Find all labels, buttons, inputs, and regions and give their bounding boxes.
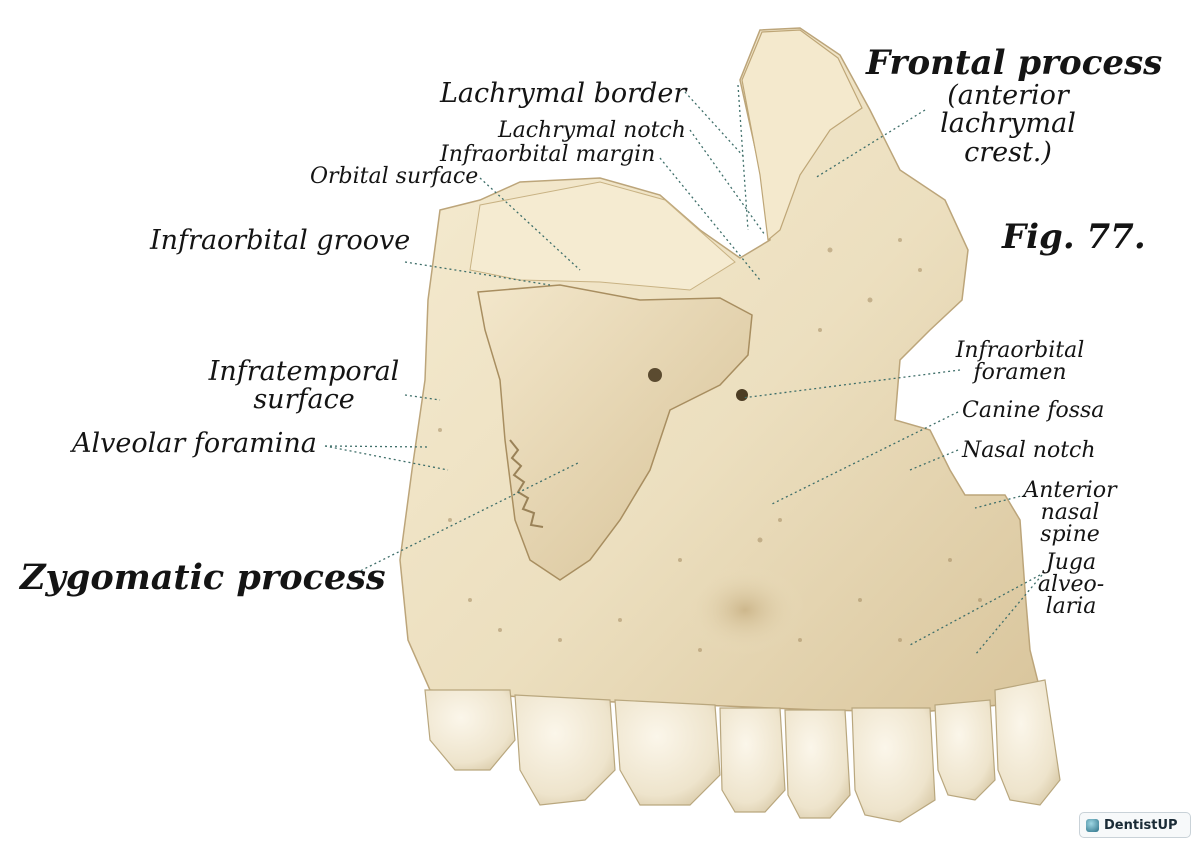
juga-line-3: laria: [1045, 594, 1097, 619]
spine-line-1: Anterior: [1023, 478, 1117, 503]
label-zygomatic-process: Zygomatic process: [20, 557, 386, 598]
figure-label: Fig. 77.: [1002, 217, 1146, 257]
label-infraorbital-groove: Infraorbital groove: [150, 225, 411, 256]
zygomatic-process-shape: [477, 284, 753, 581]
label-frontal-process: Frontal process: [866, 43, 1163, 83]
label-canine-fossa: Canine fossa: [962, 398, 1105, 423]
incisor-central: [994, 679, 1061, 806]
note-line-3: crest.): [964, 136, 1052, 168]
foramen-line-2: foramen: [973, 360, 1067, 385]
badge-text: DentistUP: [1104, 817, 1178, 833]
orbital-surface-shape: [469, 181, 736, 291]
label-juga-alveolaria: Juga alveo- laria: [1036, 552, 1106, 618]
leader-lines: [324, 84, 1043, 656]
label-lachrymal-notch: Lachrymal notch: [498, 118, 686, 143]
dentistup-badge[interactable]: DentistUP: [1079, 812, 1191, 838]
spine-line-3: spine: [1040, 522, 1100, 547]
molar-1: [614, 699, 721, 806]
juga-line-1: Juga: [1045, 550, 1097, 575]
molar-3: [424, 689, 516, 771]
zygomatic-serration: [509, 439, 544, 528]
note-line-2: lachrymal: [940, 108, 1076, 140]
label-infraorbital-margin: Infraorbital margin: [440, 142, 656, 167]
label-alveolar-foramina: Alveolar foramina: [72, 428, 317, 459]
spine-line-2: nasal: [1040, 500, 1100, 525]
foramen-line-1: Infraorbital: [955, 338, 1085, 363]
label-frontal-process-note: (anterior lachrymal crest.): [938, 80, 1078, 168]
incisor-lateral: [934, 699, 996, 801]
bone-pores: [438, 238, 982, 652]
label-infratemporal-surface: Infratemporal surface: [206, 356, 402, 416]
dentistup-logo-icon: [1086, 818, 1099, 832]
label-anterior-nasal-spine: Anterior nasal spine: [1022, 480, 1118, 546]
label-orbital-surface: Orbital surface: [310, 164, 479, 189]
note-line-1: (anterior: [947, 80, 1069, 111]
juga-line-2: alveo-: [1037, 572, 1105, 597]
canine: [851, 707, 936, 823]
frontal-process-shape: [741, 29, 863, 242]
foramen-dot: [648, 368, 662, 382]
infratemporal-line-2: surface: [253, 384, 355, 416]
premolar-1: [784, 709, 851, 819]
infratemporal-line-1: Infratemporal: [208, 356, 400, 387]
teeth-row: [424, 679, 1061, 823]
label-lachrymal-border: Lachrymal border: [440, 78, 687, 109]
canine-fossa-shading: [685, 565, 805, 655]
molar-2: [514, 694, 616, 806]
premolar-2: [719, 707, 786, 813]
infraorbital-foramen-hole: [736, 389, 748, 401]
label-infraorbital-foramen: Infraorbital foramen: [952, 340, 1088, 384]
label-nasal-notch: Nasal notch: [962, 438, 1096, 463]
